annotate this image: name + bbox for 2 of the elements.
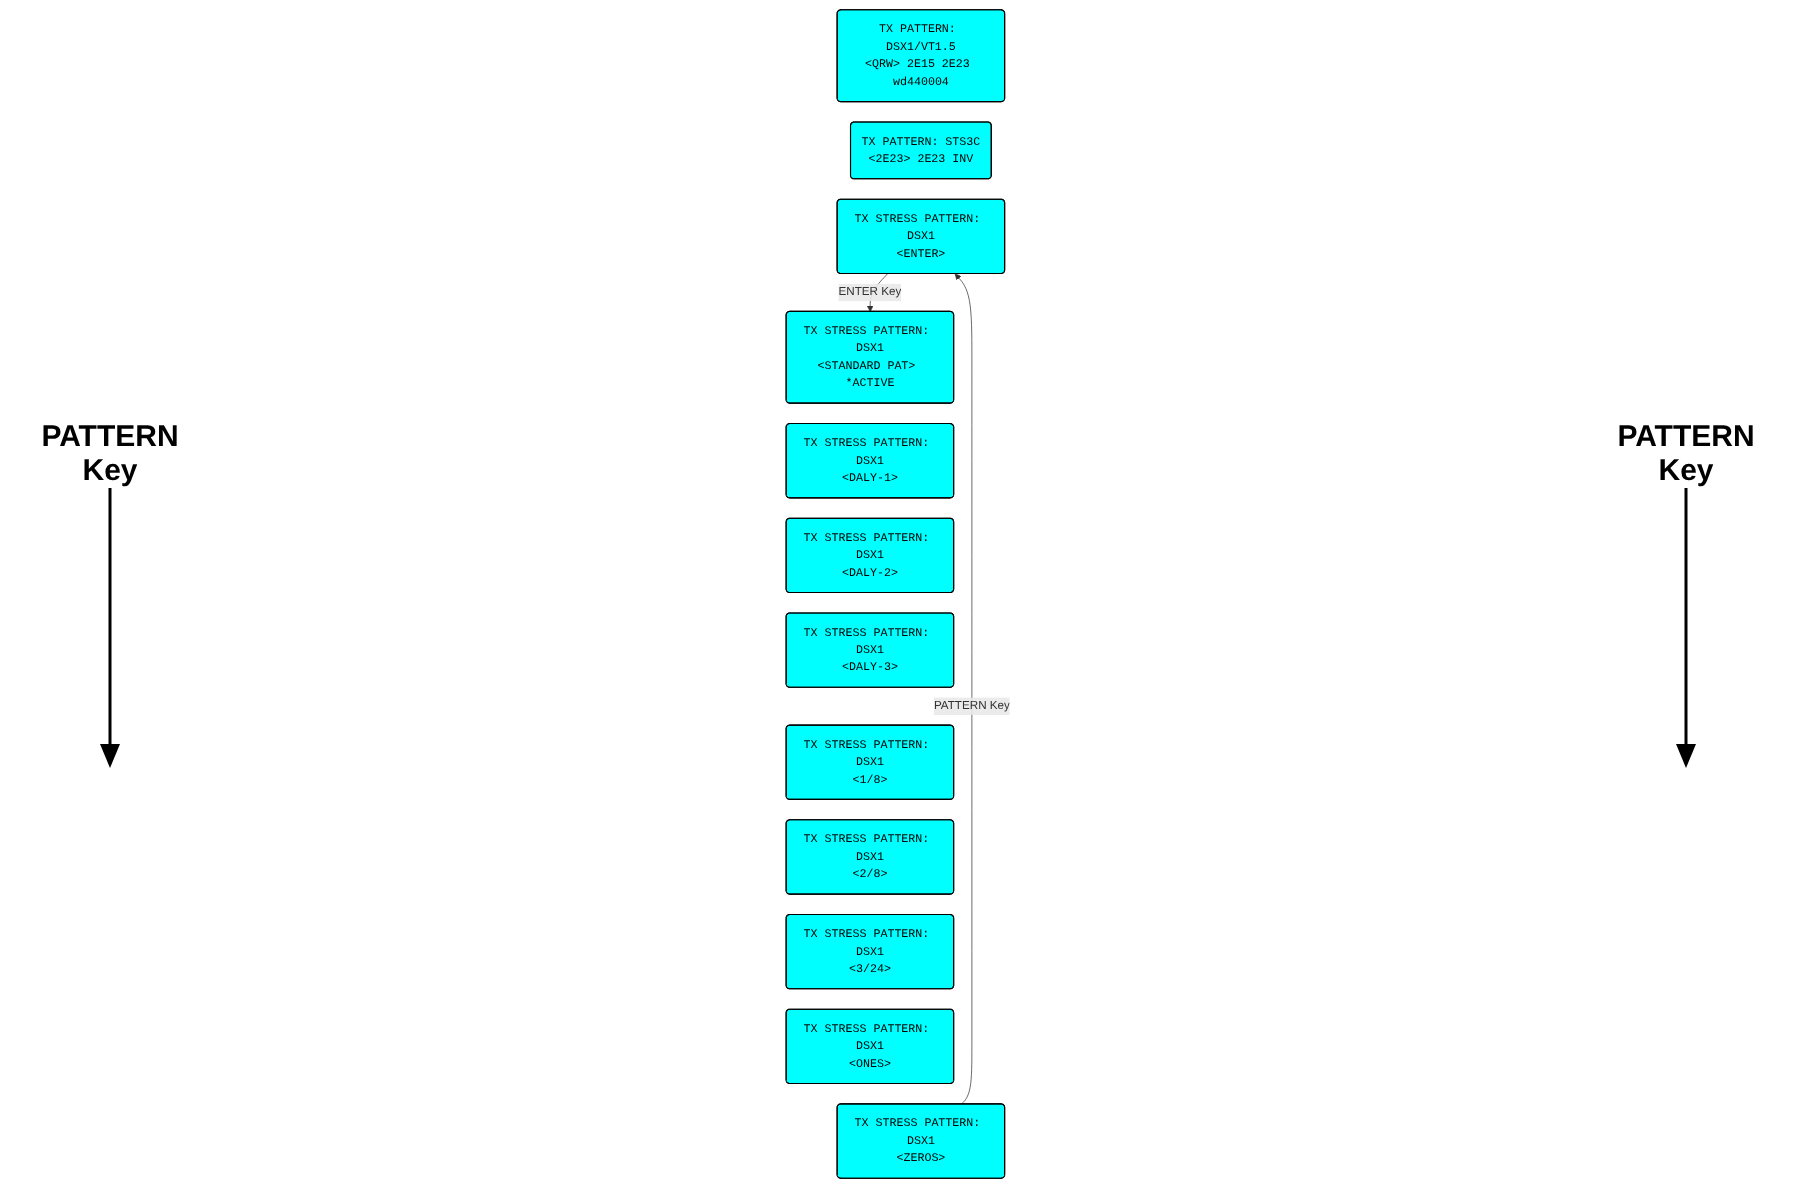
key-label: PATTERN Key (40, 420, 180, 488)
key-label: PATTERN Key (1616, 420, 1756, 488)
